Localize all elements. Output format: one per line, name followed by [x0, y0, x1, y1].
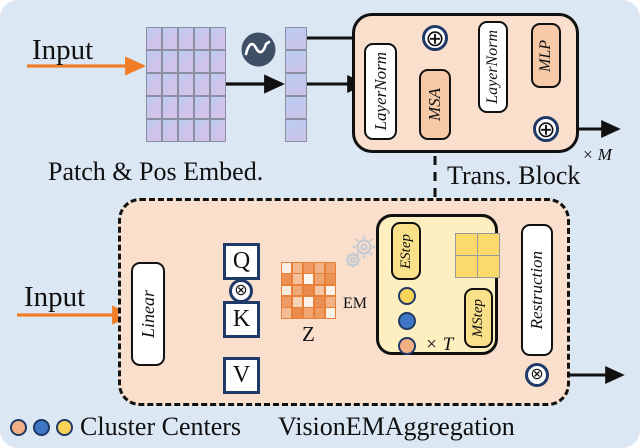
- residual-add-2-node: ⊕: [533, 116, 559, 142]
- legend-dot-yellow: [56, 419, 73, 436]
- gears-icon: [341, 235, 377, 273]
- q-box: Q: [223, 243, 260, 280]
- msa-box: MSA: [419, 69, 451, 140]
- layernorm-2-box: LayerNorm: [478, 21, 508, 113]
- legend-dot-blue: [33, 419, 50, 436]
- token-strip: [285, 27, 307, 142]
- linear-box: Linear: [131, 262, 165, 366]
- layernorm-1-box: LayerNorm: [364, 43, 397, 140]
- cluster-center-dot-orange: [398, 337, 416, 355]
- responsibility-grid: [455, 233, 500, 278]
- z-matrix-label: Z: [302, 322, 315, 346]
- sine-wave-icon: [241, 32, 276, 67]
- patch-grid: [146, 27, 226, 142]
- cluster-center-dot-blue: [398, 312, 416, 330]
- mlp-label: MLP: [537, 39, 554, 72]
- qk-matmul-node: ⊗: [229, 279, 253, 303]
- mlp-box: MLP: [531, 23, 561, 88]
- restruction-label: Restruction: [527, 250, 546, 330]
- linear-label: Linear: [137, 289, 158, 338]
- residual-add-1-node: ⊕: [422, 25, 448, 51]
- mstep-label: MStep: [470, 298, 486, 338]
- layernorm-2-label: LayerNorm: [484, 30, 501, 104]
- restruction-box: Restruction: [521, 224, 553, 356]
- msa-label: MSA: [425, 87, 444, 122]
- layernorm-1-label: LayerNorm: [370, 52, 390, 131]
- v-box: V: [223, 357, 260, 394]
- ema-output-multiply-node: ⊗: [525, 363, 549, 387]
- transformer-caption: Trans. Block: [447, 161, 581, 190]
- ema-input-label: Input: [24, 281, 86, 313]
- legend-dot-orange: [10, 419, 27, 436]
- legend-label: Cluster Centers: [80, 412, 242, 441]
- k-box: K: [223, 301, 260, 338]
- mstep-box: MStep: [464, 288, 493, 348]
- patch-embed-caption: Patch & Pos Embed.: [48, 157, 264, 186]
- top-input-label: Input: [32, 34, 94, 66]
- em-iteration-label: × T: [425, 334, 454, 355]
- cluster-center-dot-yellow: [398, 287, 416, 305]
- em-label: EM: [343, 295, 367, 312]
- transformer-repeat-label: × M: [582, 145, 612, 164]
- z-attention-matrix: [281, 262, 336, 319]
- estep-label: EStep: [397, 233, 414, 269]
- ema-caption: VisionEMAggregation: [278, 412, 515, 441]
- estep-box: EStep: [391, 222, 421, 280]
